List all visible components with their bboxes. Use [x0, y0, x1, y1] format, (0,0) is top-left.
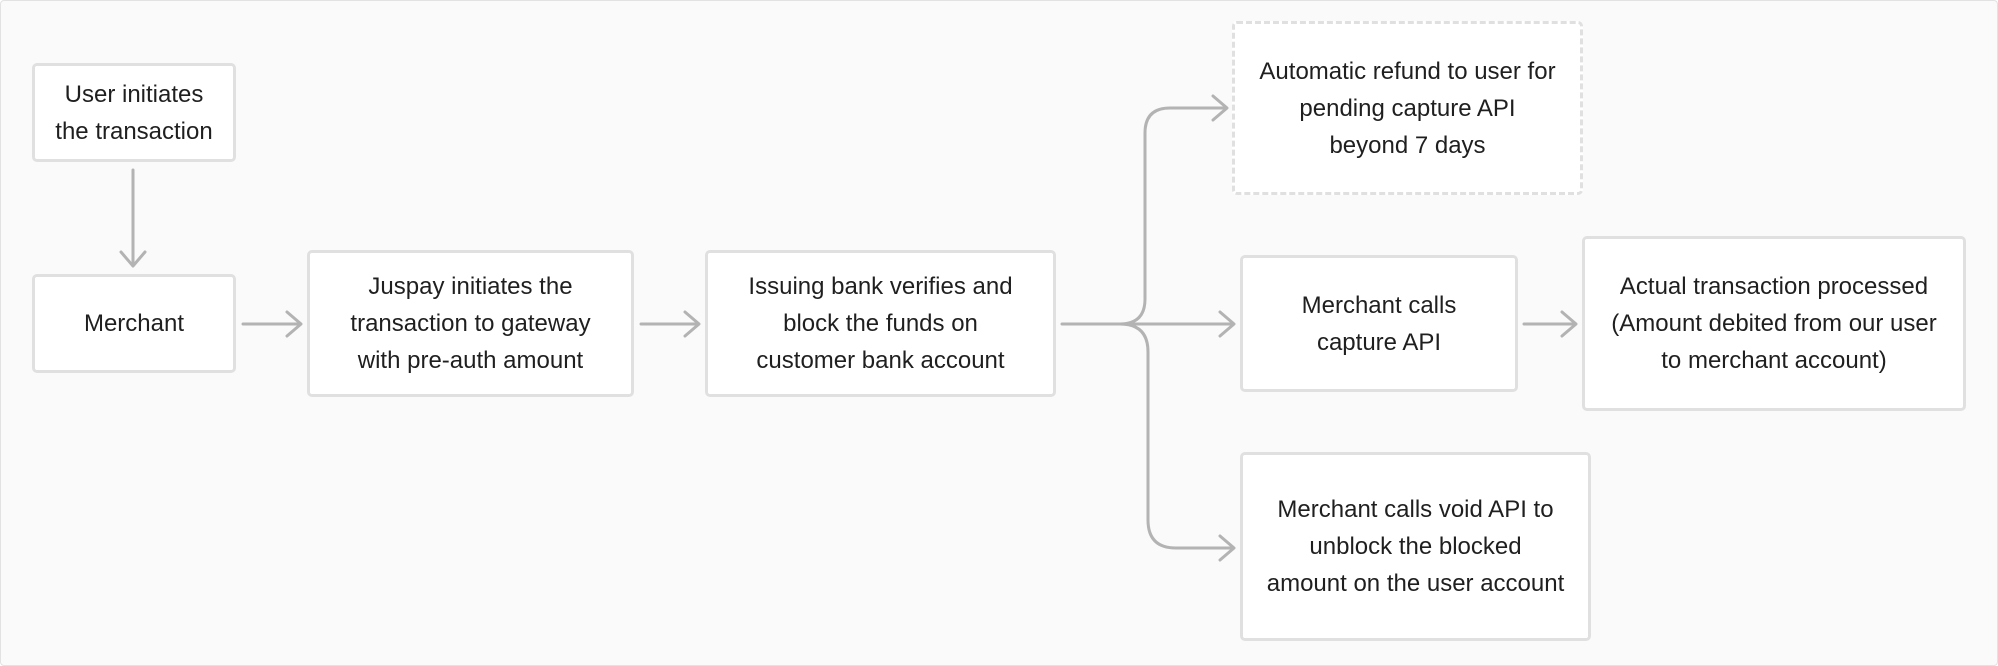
node-merchant: Merchant: [32, 274, 236, 373]
edge-capture-to-actual-transaction: [1522, 310, 1578, 338]
edge-merchant-to-juspay: [241, 310, 303, 338]
node-automatic-refund: Automatic refund to user for pending cap…: [1232, 21, 1583, 195]
edge-user-to-merchant: [119, 168, 147, 268]
node-issuing-bank: Issuing bank verifies and block the fund…: [705, 250, 1056, 397]
edge-juspay-to-issuing-bank: [639, 310, 701, 338]
node-void-api: Merchant calls void API to unblock the b…: [1240, 452, 1591, 641]
edge-bank-to-automatic-refund: [1060, 94, 1229, 326]
node-user-initiates: User initiates the transaction: [32, 63, 236, 162]
node-actual-transaction: Actual transaction processed (Amount deb…: [1582, 236, 1966, 411]
edge-bank-to-capture-api: [1118, 310, 1236, 338]
node-juspay-initiates: Juspay initiates the transaction to gate…: [307, 250, 634, 397]
edge-bank-to-void-api: [1118, 322, 1236, 562]
node-capture-api: Merchant calls capture API: [1240, 255, 1518, 392]
